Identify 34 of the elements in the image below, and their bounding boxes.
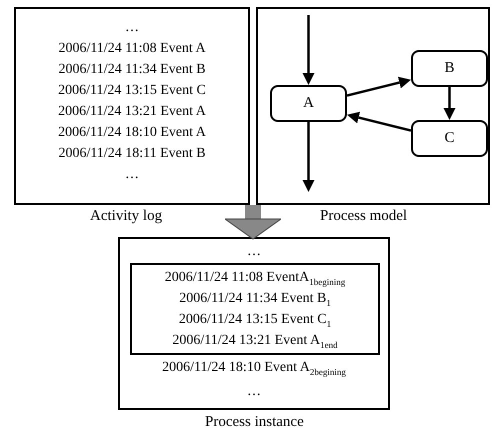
log-line: 2006/11/24 13:15 Event C$_{1}$ [178, 311, 332, 330]
log-line: … [124, 166, 140, 184]
log-line: 2006/11/24 18:11 Event B [57, 145, 207, 163]
process-step [270, 85, 347, 122]
log-line: 2006/11/24 18:10 Event A$_{2begining}$ [161, 359, 347, 378]
process-step [411, 50, 488, 87]
panel-caption: Process instance [205, 414, 304, 431]
block-arrow [224, 205, 282, 240]
panel-caption: Activity log [90, 208, 162, 225]
instance-frame [130, 263, 380, 355]
panel-caption: Process model [320, 208, 408, 225]
log-line: … [124, 19, 140, 37]
log-line: 2006/11/24 13:21 Event A [57, 103, 207, 121]
process-step [411, 120, 488, 157]
arrow [347, 112, 412, 132]
log-line: 2006/11/24 11:34 Event B$_{1}$ [178, 290, 332, 309]
log-line: 2006/11/24 18:10 Event A [57, 124, 207, 142]
step-label: A [303, 95, 314, 112]
step-label: B [444, 60, 454, 77]
arrow [302, 122, 314, 192]
log-line: 2006/11/24 13:21 Event A$_{1end}$ [171, 332, 339, 351]
arrow [444, 87, 456, 120]
log-line: 2006/11/24 11:08 EventA$_{1begining}$ [164, 269, 346, 288]
log-panel [14, 7, 250, 205]
model-panel [256, 7, 490, 205]
arrow [302, 15, 314, 85]
log-line: 2006/11/24 13:15 Event C [57, 82, 207, 100]
instance-panel [118, 237, 390, 410]
log-line: 2006/11/24 11:34 Event B [57, 61, 207, 79]
log-line: … [246, 243, 262, 261]
arrow [346, 76, 411, 97]
step-label: C [444, 130, 454, 147]
log-line: 2006/11/24 11:08 Event A [57, 40, 207, 58]
log-line: … [246, 383, 262, 401]
